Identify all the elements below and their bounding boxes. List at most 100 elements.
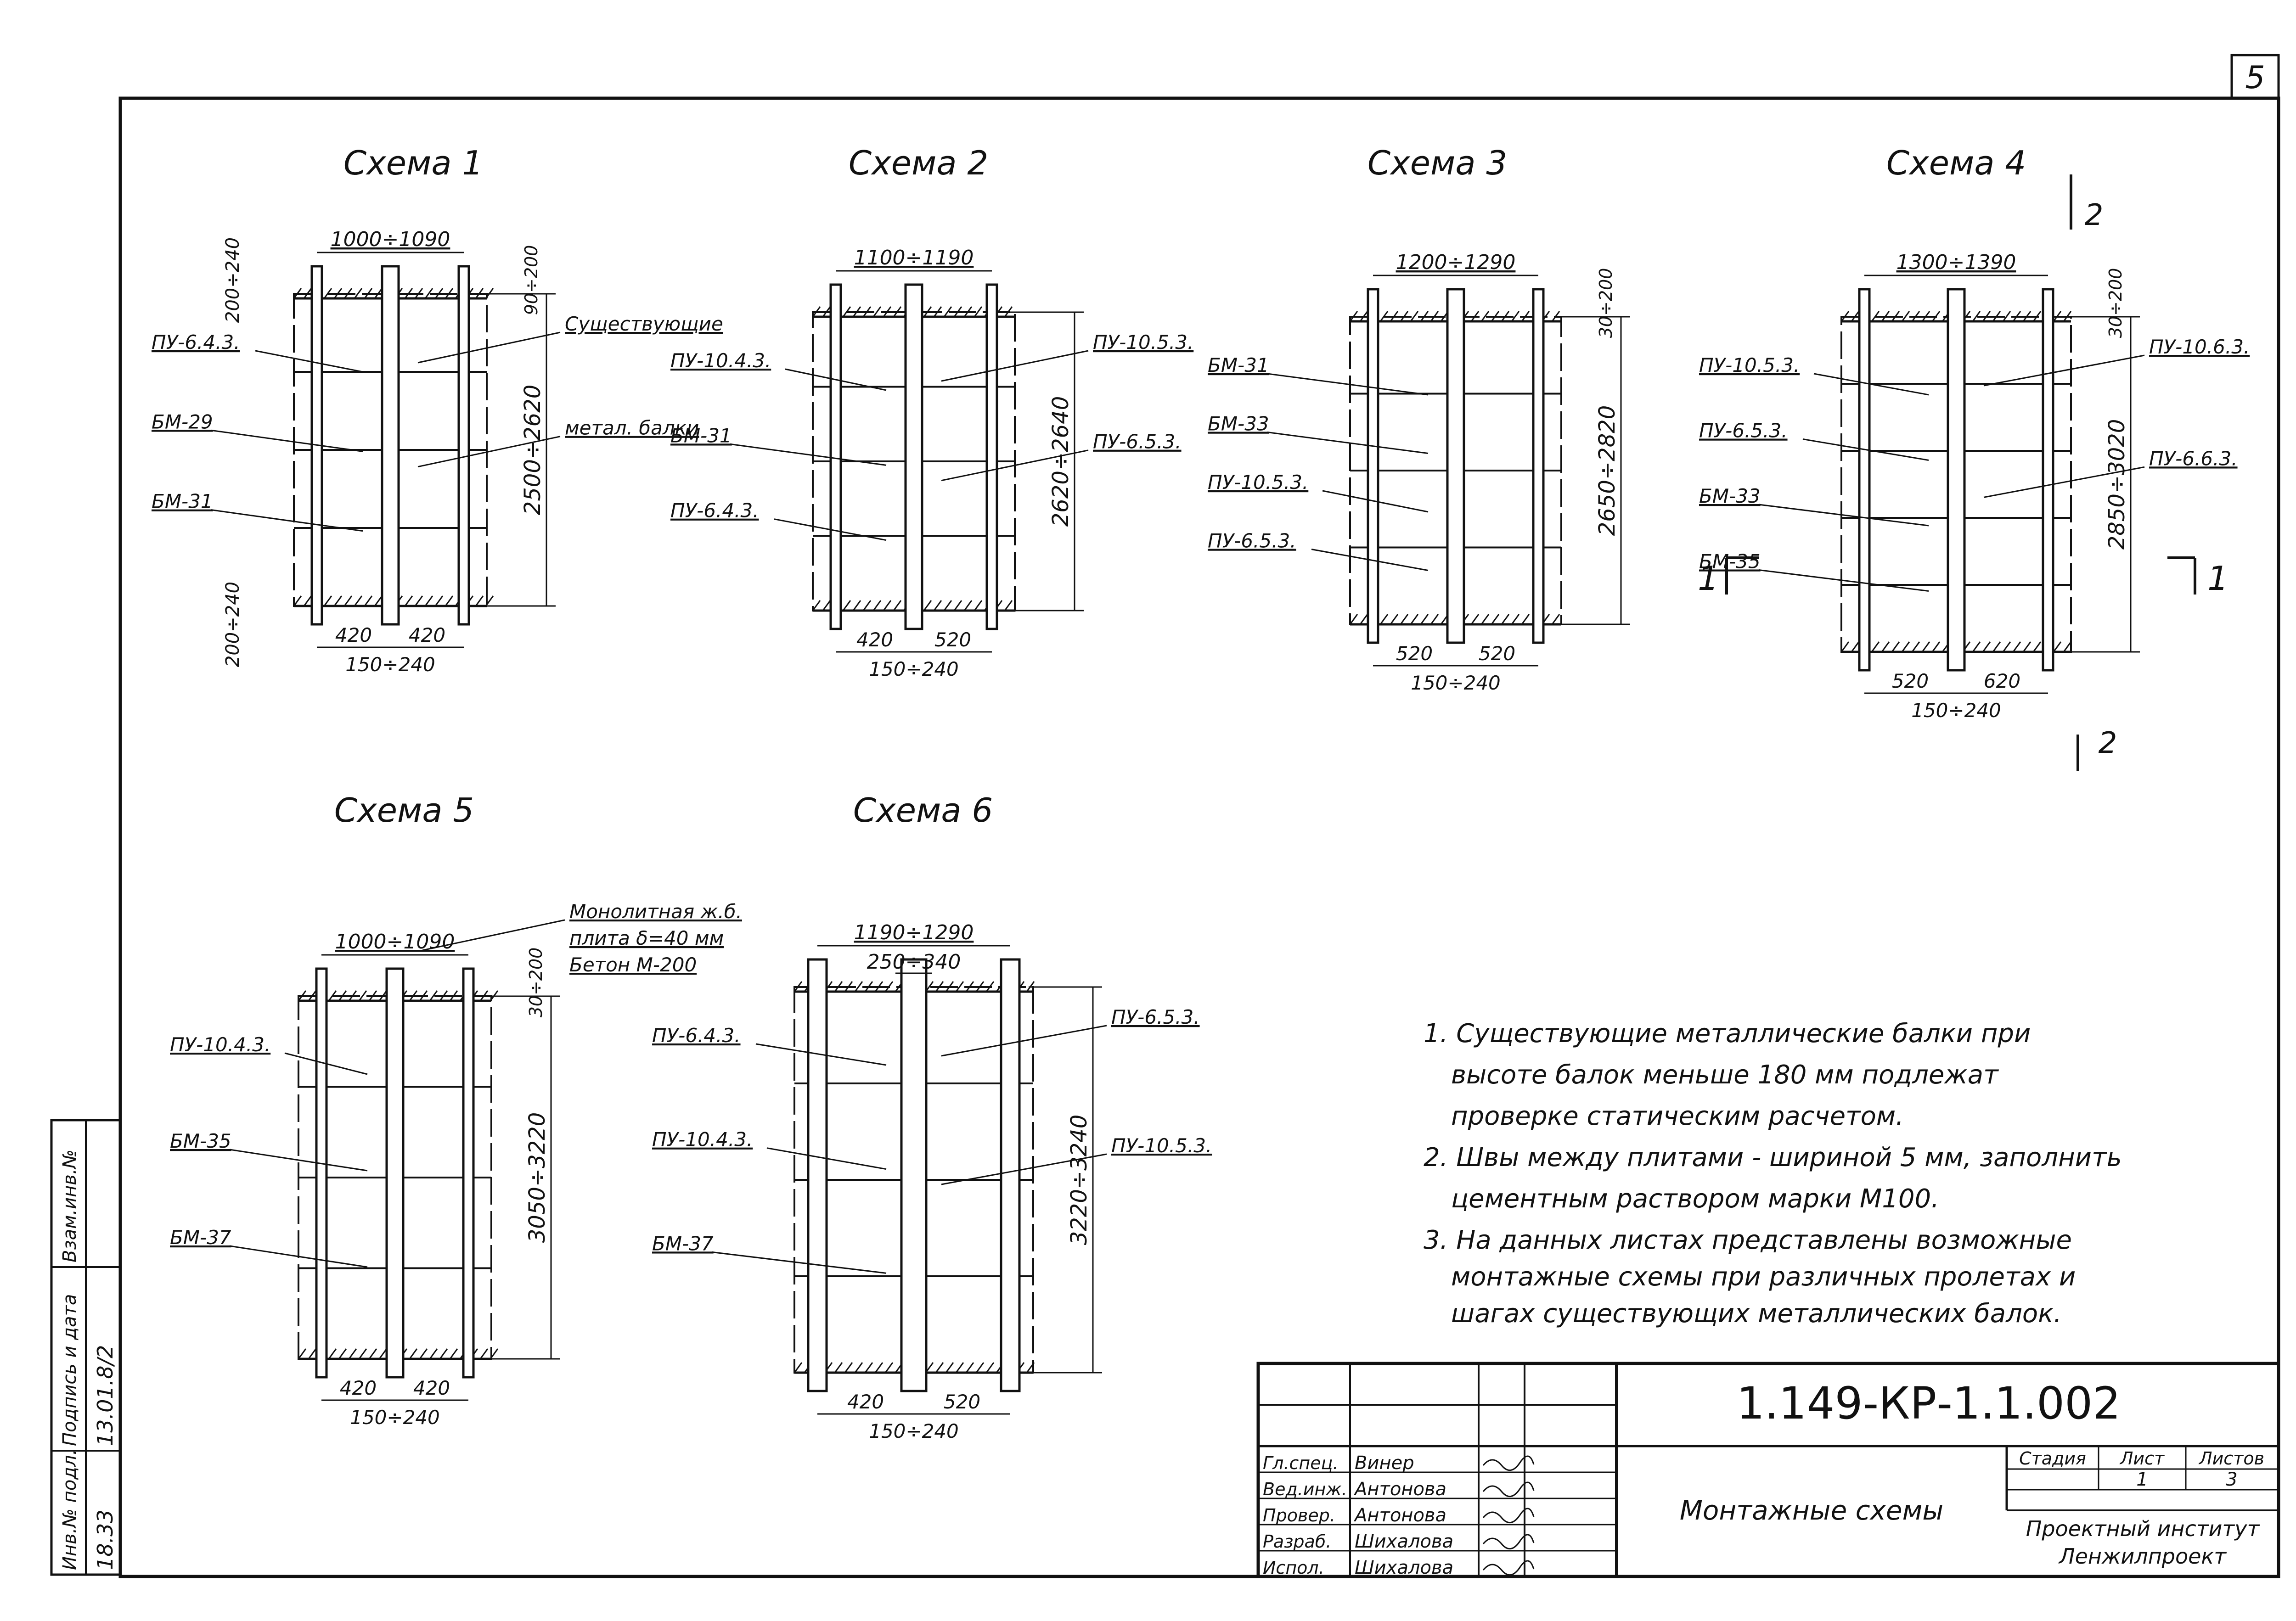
hatch-mark <box>1480 614 1490 625</box>
hatch-mark <box>1491 614 1500 625</box>
hatch-mark <box>1851 311 1860 322</box>
steel-beam <box>1000 958 1021 1392</box>
hatch-mark <box>935 981 944 992</box>
hatch-mark <box>364 288 373 299</box>
band-dimension: 30÷200 <box>2105 268 2126 338</box>
hatch-mark <box>943 600 952 611</box>
steel-beam <box>1858 288 1871 672</box>
leader-line <box>730 443 887 466</box>
leader-line <box>941 350 1089 382</box>
note-line: 3. На данных листах представлены возможн… <box>1424 1225 2072 1255</box>
hatch-mark <box>1349 614 1358 625</box>
margin-label: Подпись и дата <box>59 1294 80 1446</box>
margin-label: Инв.№ подл. <box>59 1449 80 1570</box>
section-mark: 1 <box>1698 559 1719 598</box>
hatch-mark <box>822 600 831 611</box>
component-label: БМ-37 <box>652 1232 714 1255</box>
leader-line <box>941 449 1089 482</box>
leader-line <box>1983 354 2145 387</box>
height-dimension: 2500÷2620 <box>520 385 546 516</box>
band-dimension: 30÷200 <box>526 948 546 1018</box>
hatch-mark <box>974 306 983 317</box>
hatch-mark <box>1359 614 1368 625</box>
hatch-mark <box>2032 641 2042 652</box>
leader-line <box>417 331 561 364</box>
hatch-mark <box>2022 311 2032 322</box>
hatch-mark <box>293 288 302 299</box>
hatch-mark <box>945 981 954 992</box>
bottom-dimension: 150÷240 <box>1911 699 2001 722</box>
section-mark: 2 <box>2099 726 2117 760</box>
hatch-mark <box>343 595 353 606</box>
hatch-mark <box>1901 311 1910 322</box>
component-label: ПУ-10.5.3. <box>1699 354 1800 376</box>
hatch-mark <box>1551 311 1560 322</box>
component-label: Бетон М-200 <box>569 954 697 976</box>
hatch-mark <box>842 600 851 611</box>
page-number-box <box>2230 54 2280 100</box>
component-label: БМ-29 <box>152 410 213 433</box>
hatch-mark <box>358 990 367 1001</box>
span-dimension: 1190÷1290 <box>854 921 974 944</box>
bottom-dimension: 420 <box>409 624 445 646</box>
hatch-mark <box>1501 311 1510 322</box>
scheme-title: Схема 5 <box>334 791 474 830</box>
leader-line <box>211 509 363 532</box>
hatch-mark <box>439 1348 448 1359</box>
hatch-mark <box>434 288 444 299</box>
hatch-mark <box>475 595 484 606</box>
hatch-mark <box>1871 311 1880 322</box>
hatch-mark <box>1881 311 1890 322</box>
bottom-dimension: 420 <box>335 624 372 646</box>
component-label: метал. балки <box>565 417 699 439</box>
band-dimension: 30÷200 <box>1596 268 1616 338</box>
hatch-mark <box>1004 600 1013 611</box>
signer-role: Вед.инж. <box>1263 1479 1347 1499</box>
hatch-mark <box>1470 614 1480 625</box>
leader-line <box>1267 432 1429 454</box>
steel-beam <box>1367 288 1379 644</box>
steel-beam <box>315 967 328 1379</box>
hatch-mark <box>793 981 803 992</box>
steel-beam <box>1947 288 1966 672</box>
hatch-mark <box>1390 614 1399 625</box>
hatch-mark <box>338 990 347 1001</box>
hatch-mark <box>303 595 312 606</box>
leader-line <box>229 1149 368 1172</box>
page-number: 5 <box>2245 60 2265 96</box>
hatch-mark <box>419 1348 428 1359</box>
hatch-mark <box>485 595 494 606</box>
component-label: ПУ-6.5.3. <box>1208 530 1296 552</box>
hatch-mark <box>1400 614 1409 625</box>
hatch-mark <box>1501 614 1510 625</box>
hatch-mark <box>953 306 962 317</box>
hatch-mark <box>409 990 418 1001</box>
hatch-mark <box>445 288 454 299</box>
leader-line <box>941 1025 1107 1057</box>
component-label: БМ-35 <box>170 1130 231 1152</box>
hatch-mark <box>923 600 932 611</box>
hatch-mark <box>374 595 383 606</box>
hatch-mark <box>429 1348 438 1359</box>
hatch-mark <box>842 306 851 317</box>
note-line: цементным раствором марки М100. <box>1451 1184 1939 1214</box>
signature-scribble <box>1482 1481 1535 1497</box>
drawing-code: 1.149-КР-1.1.002 <box>1737 1378 2121 1429</box>
component-label: ПУ-6.4.3. <box>670 499 759 522</box>
scheme-title: Схема 2 <box>849 144 988 182</box>
span-dimension: 1300÷1390 <box>1896 251 2016 274</box>
hatch-mark <box>975 981 985 992</box>
leader-line <box>1758 569 1929 592</box>
leader-line <box>1813 373 1929 396</box>
hatch-mark <box>893 306 902 317</box>
component-label: БМ-33 <box>1208 413 1269 435</box>
hatch-mark <box>1004 306 1013 317</box>
hatch-mark <box>1871 641 1880 652</box>
hatch-mark <box>852 306 861 317</box>
hatch-mark <box>862 600 872 611</box>
hatch-mark <box>874 981 884 992</box>
bottom-dimension: 520 <box>1479 642 1515 665</box>
hatch-mark <box>864 1362 873 1373</box>
